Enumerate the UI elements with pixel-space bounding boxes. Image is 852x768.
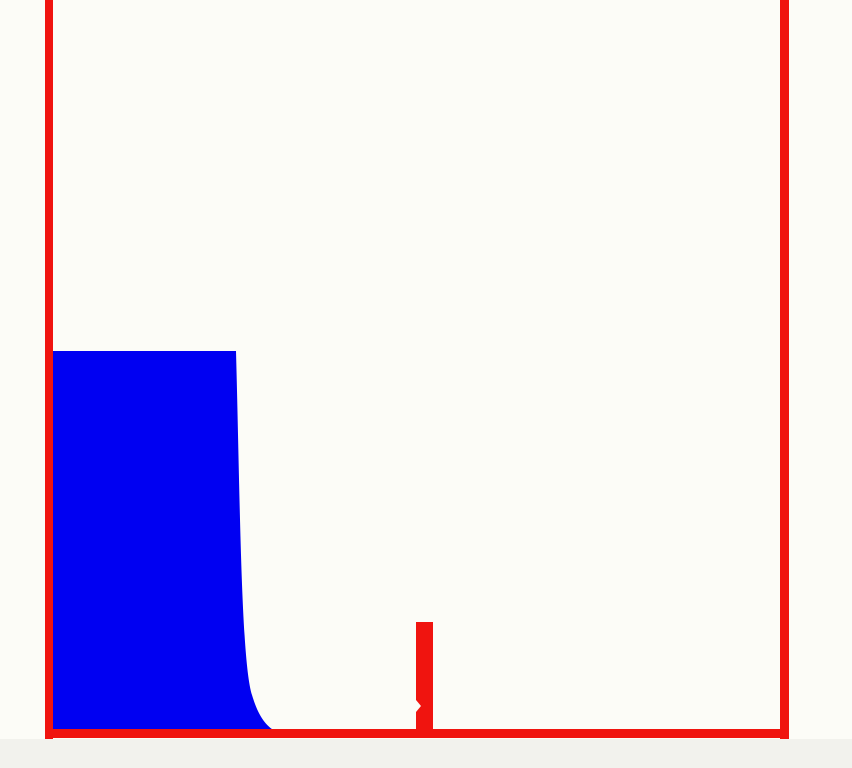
floor-wall <box>45 729 789 738</box>
obstacle-post <box>416 622 433 732</box>
right-wall <box>780 0 789 739</box>
left-wall <box>45 0 53 739</box>
bottom-strip <box>0 739 852 768</box>
obstacle-notch <box>416 700 421 712</box>
fluid-column <box>52 351 275 731</box>
